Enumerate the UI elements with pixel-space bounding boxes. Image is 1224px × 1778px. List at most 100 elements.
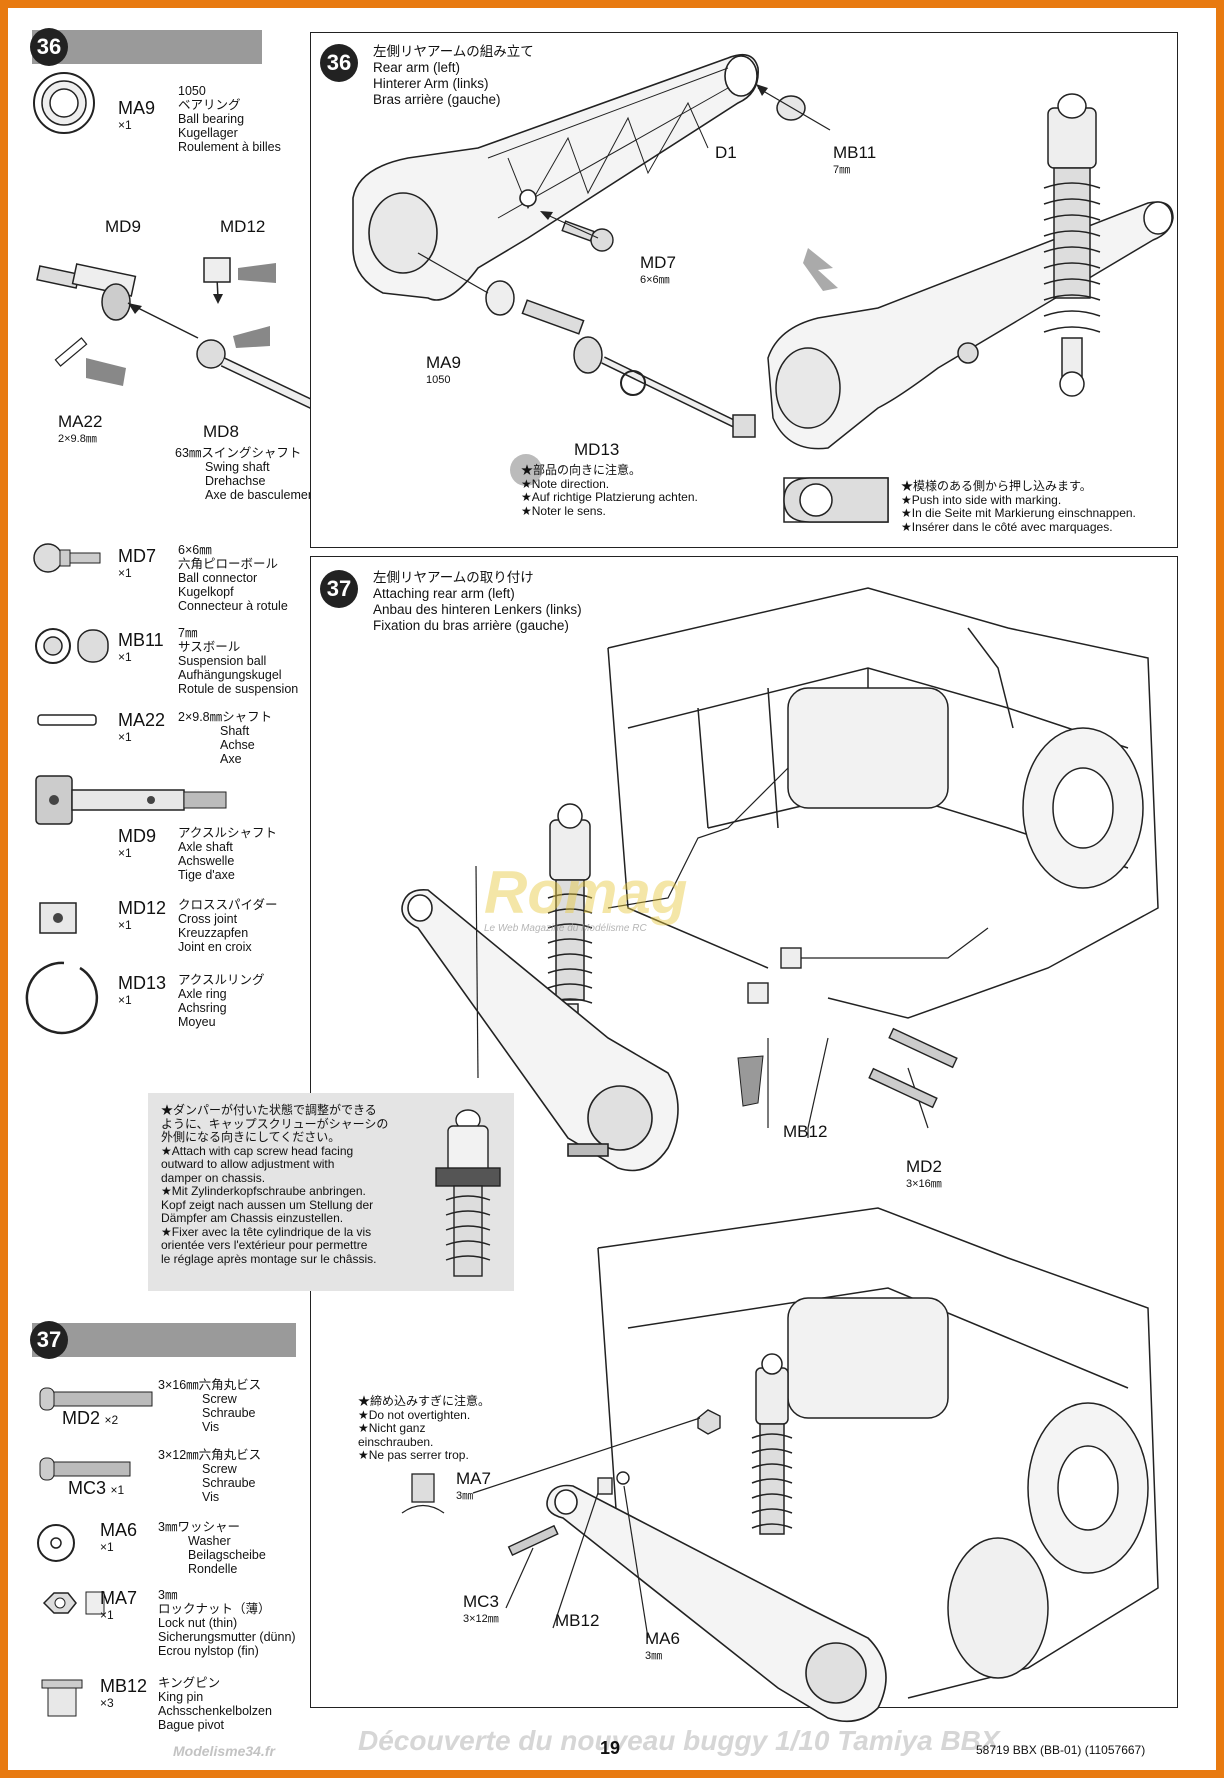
label-ma9: MA9 <box>426 353 461 372</box>
label-mb12: MB12 <box>783 1122 828 1141</box>
part-desc-line: Suspension ball <box>178 654 267 668</box>
label-md7: MD7 <box>640 253 676 272</box>
label-mb11-size: 7㎜ <box>833 164 851 176</box>
label-mb11: MB11 <box>833 143 877 162</box>
part-desc-line: 7㎜ <box>178 626 198 640</box>
part-md7-desc: 6×6㎜ 六角ピローボール Ball connector Kugelkopf C… <box>178 543 288 613</box>
part-desc-line: Kugellager <box>178 126 238 140</box>
note-line: ★部品の向きに注意。 <box>521 463 642 477</box>
label-md13: MD13 <box>574 440 620 459</box>
part-qty: ×1 <box>110 1483 125 1497</box>
part-code: MA22 <box>118 710 166 730</box>
step37-title-jp: 左側リヤアームの取り付け <box>373 570 534 585</box>
part-desc-line: 1050 <box>178 84 206 98</box>
bearing-icon <box>33 72 95 134</box>
md8-desc-line: Drehachse <box>205 474 266 488</box>
label-md9: MD9 <box>105 217 141 236</box>
step36-parts-header-bar <box>32 30 262 64</box>
part-desc-line: アクスルリング <box>178 973 265 987</box>
part-desc-line: Tige d'axe <box>178 868 235 882</box>
part-mb11-desc: 7㎜ サスボール Suspension ball Aufhängungskuge… <box>178 626 298 696</box>
part-code: MD7 <box>118 546 157 566</box>
suspension-ball-icon <box>35 628 109 664</box>
label-ma22: MA22 <box>58 412 103 431</box>
part-desc-line: Aufhängungskugel <box>178 668 282 682</box>
part-code: MA9 <box>118 98 156 118</box>
note-line: ★Note direction. <box>521 476 610 491</box>
note-line: Kopf zeigt nach aussen um Stellung der <box>161 1197 374 1212</box>
part-ma7-entry: MA7 ×1 <box>100 1588 137 1622</box>
step37-title-fr: Fixation du bras arrière (gauche) <box>373 618 569 633</box>
step37-parts-header-bar <box>32 1323 296 1357</box>
cross-joint-icon <box>39 902 77 934</box>
part-md12-desc: クロススパイダー Cross joint Kreuzzapfen Joint e… <box>178 898 278 954</box>
part-desc-line: Achsring <box>178 1001 227 1015</box>
part-qty: ×1 <box>118 566 132 580</box>
damper-note: ★ダンパーが付いた状態で調整ができる ように、キャップスクリューがシャーシの 外… <box>161 1103 389 1266</box>
part-code: MD13 <box>118 973 167 993</box>
part-desc-line: 3㎜ <box>158 1588 178 1602</box>
note-direction: ★部品の向きに注意。 ★Note direction. ★Auf richtig… <box>521 463 698 518</box>
md8-desc-line: 63㎜スイングシャフト <box>175 446 302 460</box>
label-md8: MD8 <box>203 422 239 441</box>
part-desc-line: Vis <box>202 1420 220 1434</box>
part-desc-line: ロックナット（薄） <box>158 1602 271 1616</box>
part-ma22-desc: 2×9.8㎜シャフト Shaft Achse Axe <box>178 710 272 766</box>
note-line: Dämpfer am Chassis einzustellen. <box>161 1211 344 1225</box>
instruction-page: 36 <box>8 8 1216 1770</box>
part-desc-line: King pin <box>158 1690 204 1704</box>
part-desc-line: Screw <box>202 1462 237 1476</box>
step37-title-de: Anbau des hinteren Lenkers (links) <box>373 602 582 617</box>
label-md7-size: 6×6㎜ <box>640 274 670 286</box>
part-md9-desc: アクスルシャフト Axle shaft Achswelle Tige d'axe <box>178 826 277 882</box>
md8-desc: 63㎜スイングシャフト Swing shaft Drehachse Axe de… <box>175 446 318 502</box>
part-code: MA7 <box>100 1588 138 1608</box>
screw-mc3-icon <box>39 1457 131 1481</box>
part-md2-desc: 3×16㎜六角丸ビス Screw Schraube Vis <box>158 1378 261 1434</box>
part-desc-line: 六角ピローボール <box>178 557 279 571</box>
part-desc-line: Achsschenkelbolzen <box>158 1704 272 1718</box>
part-qty: ×1 <box>100 1608 114 1622</box>
part-desc-line: Moyeu <box>178 1015 216 1029</box>
note-line: ように、キャップスクリューがシャーシの <box>161 1116 389 1131</box>
part-desc-line: Vis <box>202 1490 220 1504</box>
label-mb12-lower: MB12 <box>555 1611 600 1630</box>
step37-title: 左側リヤアームの取り付け Attaching rear arm (left) A… <box>373 570 582 634</box>
part-code: MD2 <box>62 1408 101 1428</box>
parts-icons-layer <box>25 72 227 1717</box>
note-line: ★模様のある側から押し込みます。 <box>901 479 1092 493</box>
step36-title-de: Hinterer Arm (links) <box>373 76 489 91</box>
step36-title: 左側リヤアームの組み立て Rear arm (left) Hinterer Ar… <box>373 44 534 108</box>
part-desc-line: Sicherungsmutter (dünn) <box>158 1630 296 1644</box>
note-overtighten: ★締め込みすぎに注意。 ★Do not overtighten. ★Nicht … <box>358 1394 490 1463</box>
pin-shaft-icon <box>37 714 97 726</box>
part-ma9-desc: 1050 ベアリング Ball bearing Kugellager Roule… <box>178 84 281 154</box>
label-mc3: MC3 <box>463 1592 499 1611</box>
note-line: ★Do not overtighten. <box>358 1407 471 1422</box>
note-line: ★Nicht ganz <box>358 1421 426 1435</box>
part-desc-line: Kugelkopf <box>178 585 234 599</box>
part-code: MB11 <box>118 630 164 650</box>
note-line: ★Attach with cap screw head facing <box>161 1143 354 1158</box>
step36-title-fr: Bras arrière (gauche) <box>373 92 501 107</box>
label-ma22-size: 2×9.8㎜ <box>58 433 97 445</box>
note-line: damper on chassis. <box>161 1170 266 1185</box>
note-line: ★Noter le sens. <box>521 503 606 518</box>
axle-ring-icon <box>25 961 99 1035</box>
part-desc-line: サスボール <box>178 640 241 654</box>
part-mc3-desc: 3×12㎜六角丸ビス Screw Schraube Vis <box>158 1448 261 1504</box>
step36-parts-number: 36 <box>30 28 68 66</box>
part-desc-line: Joint en croix <box>178 940 252 954</box>
label-ma7: MA7 <box>456 1469 491 1488</box>
part-desc-line: 3㎜ワッシャー <box>158 1520 240 1534</box>
damper-note-drawing <box>435 1109 501 1277</box>
part-qty: ×1 <box>118 846 132 860</box>
part-md9-entry: MD9 ×1 <box>118 826 156 860</box>
part-desc-line: Ball bearing <box>178 112 245 126</box>
part-desc-line: Achse <box>220 738 255 752</box>
part-ma22-entry: MA22 ×1 <box>118 710 165 744</box>
part-desc-line: Schraube <box>202 1406 256 1420</box>
part-desc-line: Connecteur à rotule <box>178 599 288 613</box>
part-qty: ×2 <box>104 1413 119 1427</box>
watermark-sub: Le Web Magazine du Modélisme RC <box>484 923 647 934</box>
